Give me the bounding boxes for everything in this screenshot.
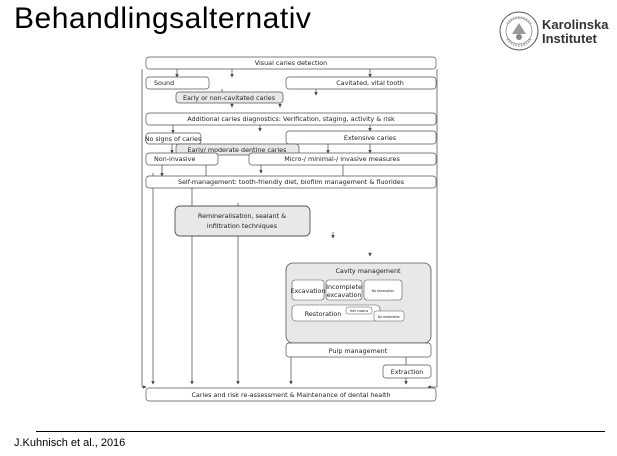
box-incomplete-line2: excavation xyxy=(327,291,362,299)
citation: J.Kuhnisch et al., 2016 xyxy=(14,437,126,449)
box-additional-diagnostics: Additional caries diagnostics: Verificat… xyxy=(187,115,395,123)
box-micro-minimal: Micro-/ minimal-/ invasive measures xyxy=(284,155,400,163)
box-reassessment: Caries and risk re-assessment & Maintena… xyxy=(191,391,390,399)
logo-word-institutet: Institutet xyxy=(542,31,597,46)
box-pulp-management: Pulp management xyxy=(329,347,388,355)
box-no-excavation: No excavation xyxy=(372,289,395,293)
box-extraction: Extraction xyxy=(391,368,424,376)
box-no-signs: No signs of caries xyxy=(145,135,202,143)
flowchart-boxes: Visual caries detection Sound Cavitated,… xyxy=(145,56,437,402)
footer-divider xyxy=(36,431,605,432)
box-self-management: Self-management: tooth-friendly diet, bi… xyxy=(178,178,405,186)
slide-title: Behandlingsalternativ xyxy=(14,2,312,35)
box-cavitated: Cavitated, vital tooth xyxy=(336,79,404,87)
box-remineralisation-line2: infiltration techniques xyxy=(207,222,278,230)
box-hall-crowns: Hall crowns xyxy=(350,309,369,313)
box-early-noncavitated: Early or non-cavitated caries xyxy=(183,94,276,102)
box-visual-detection: Visual caries detection xyxy=(255,59,327,67)
box-no-restoration: No restoration xyxy=(378,315,401,319)
box-excavation: Excavation xyxy=(290,287,325,295)
box-sound: Sound xyxy=(154,79,174,87)
box-non-invasive: Non-invasive xyxy=(154,155,195,163)
box-cavity-management: Cavity management xyxy=(335,267,401,275)
treatment-flowchart: Visual caries detection Sound Cavitated,… xyxy=(141,56,438,402)
box-extensive: Extensive caries xyxy=(344,134,397,142)
logo-word-karolinska: Karolinska xyxy=(542,17,609,32)
box-early-dentine: Early/ moderate dentine caries xyxy=(188,146,288,154)
box-restoration: Restoration xyxy=(305,310,342,318)
box-incomplete-line1: Incomplete xyxy=(326,283,362,291)
box-remineralisation-line1: Remineralisation, sealant & xyxy=(198,212,286,220)
karolinska-logo: Karolinska Institutet xyxy=(498,10,610,54)
seal-icon xyxy=(499,11,539,51)
